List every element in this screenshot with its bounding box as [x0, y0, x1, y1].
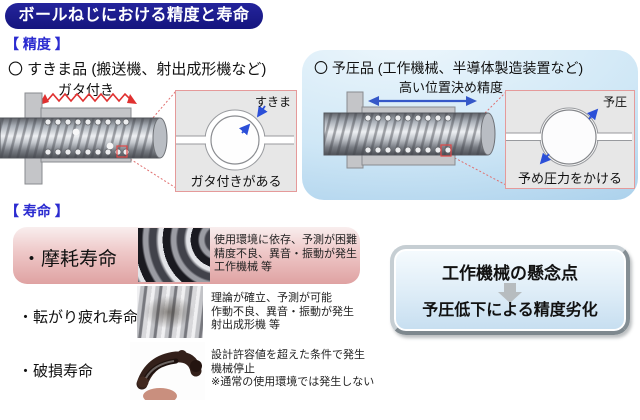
breakage-life-label: ・破損寿命 [18, 363, 94, 380]
concern-result: 予圧低下による精度劣化 [422, 302, 598, 319]
rolling-fatigue-desc: 理論が確立、予測が可能 作動不良、異音・振動が発生 射出成形機 等 [211, 292, 354, 331]
inset-connector-line [450, 155, 507, 186]
preload-inset: 予圧 予め圧力をかける [505, 90, 635, 189]
concern-box: 工作機械の懸念点 予圧低下による精度劣化 [390, 245, 630, 335]
ball [210, 115, 260, 165]
gap-arrows-icon [239, 105, 268, 136]
positioning-accuracy-label: 高い位置決め精度 [399, 80, 504, 95]
ball [541, 109, 597, 165]
clearance-inset: すきま ガタ付きがある [175, 90, 297, 192]
wear-life-label: ・摩耗寿命 [22, 249, 118, 270]
breakage-life-desc: 設計許容値を超えた条件で発生 機械停止 ※通常の使用環境では発生しない [211, 349, 375, 388]
preload-arrows-icon [539, 108, 599, 165]
callout-box [116, 145, 128, 158]
broken-pieces-drawing [136, 350, 202, 404]
gray-down-arrow-icon [498, 283, 522, 303]
precision-section-header: 【 精度 】 [5, 36, 69, 52]
ball-circuit [44, 118, 130, 156]
concern-title: 工作機械の懸念点 [442, 264, 578, 283]
ball-preload-drawing [506, 107, 632, 167]
clearance-note: ガタ付きがある [190, 174, 282, 189]
gap-label: すきま [254, 95, 291, 109]
preload-panel: 〇 予圧品 (工作機械、半導体製造装置など) 高い位置決め精度 [302, 50, 638, 200]
inset-connector-line [126, 156, 177, 189]
life-section-header: 【 寿命 】 [5, 203, 69, 219]
worn-ballscrew-photo [138, 228, 210, 282]
preload-screw-diagram [323, 91, 507, 186]
preload-heading: 〇 予圧品 (工作機械、半導体製造装置など) [314, 60, 584, 76]
ball-gap-drawing [176, 105, 294, 171]
wear-life-desc: 使用環境に依存、予測が困難 精度不良、異音・振動が発生 工作機械 等 [214, 234, 357, 273]
page-title: ボールねじにおける精度と寿命 [5, 3, 263, 29]
clearance-heading: 〇 すきま品 (搬送機、射出成形機など) [8, 61, 267, 78]
callout-box [440, 144, 452, 157]
blue-double-arrow-icon [368, 96, 477, 106]
preload-note: 予め圧力をかける [517, 171, 622, 186]
ball-circuit [364, 114, 452, 154]
flaked-raceway-photo [137, 286, 203, 338]
broken-nut-photo [130, 342, 205, 404]
screw-shaft [0, 117, 168, 159]
clearance-screw-diagram [0, 90, 177, 189]
rolling-fatigue-label: ・転がり疲れ寿命 [18, 309, 139, 326]
red-zigzag-double-arrow-icon [39, 92, 137, 105]
preload-label: 予圧 [602, 95, 627, 109]
